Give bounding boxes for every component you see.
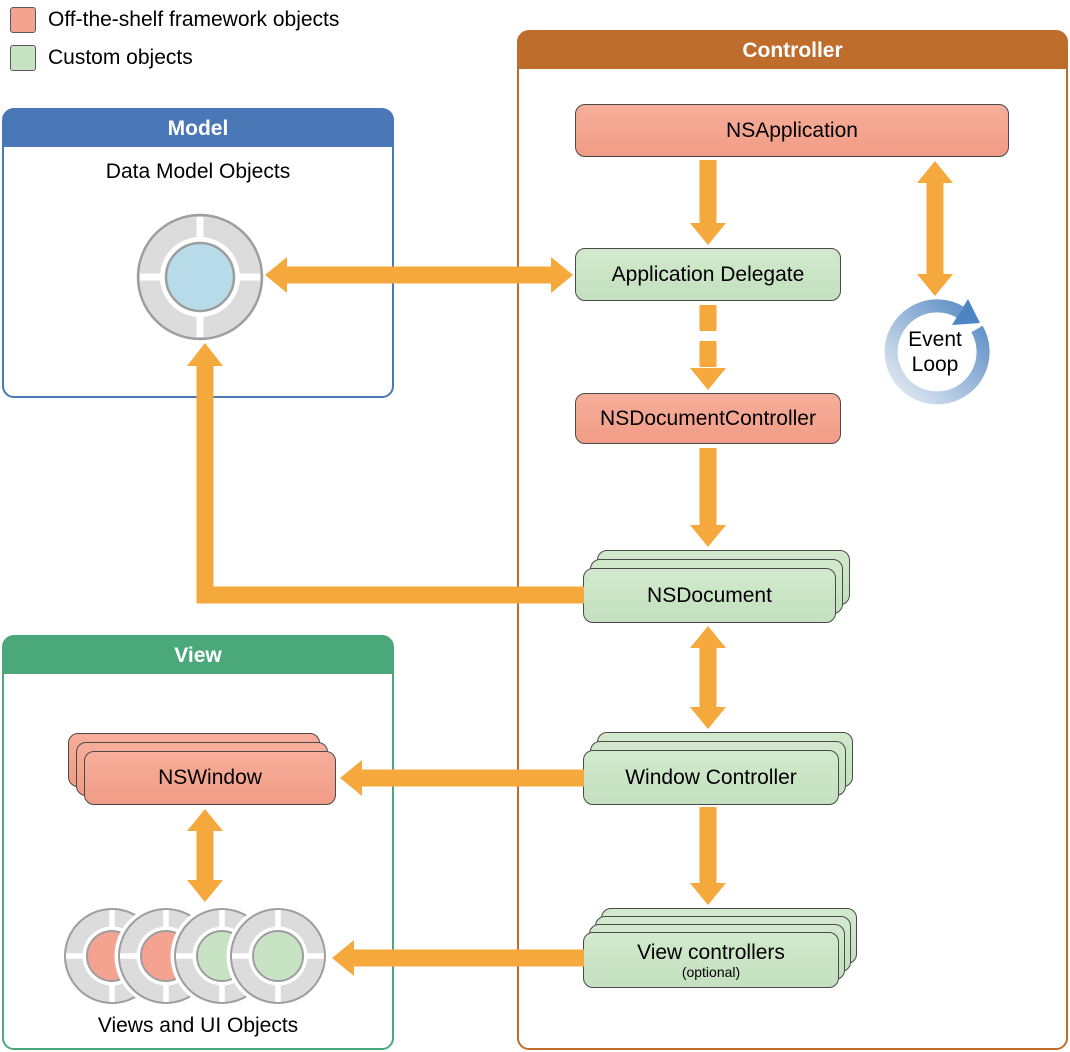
view-panel-title: View	[4, 637, 392, 674]
model-panel: Model Data Model Objects	[2, 108, 394, 398]
legend-item-custom: Custom objects	[10, 45, 193, 71]
view-panel: View Views and UI Objects	[2, 635, 394, 1050]
nswindow-stack: NSWindow	[68, 733, 340, 807]
custom-objects-swatch-icon	[10, 45, 36, 71]
window-controller-label: Window Controller	[625, 765, 797, 789]
application-delegate-label: Application Delegate	[611, 262, 805, 286]
views-and-ui-objects-label: Views and UI Objects	[97, 1014, 299, 1037]
nsdocument-label: NSDocument	[647, 583, 772, 607]
nsdocumentcontroller-node: NSDocumentController	[575, 393, 841, 444]
nswindow-node: NSWindow	[84, 751, 336, 805]
nsdocument-stack: NSDocument	[583, 550, 853, 624]
controller-panel-title: Controller	[519, 32, 1066, 69]
view-controllers-optional-note: (optional)	[681, 963, 741, 980]
view-controllers-stack: View controllers (optional)	[583, 908, 859, 990]
nswindow-label: NSWindow	[158, 766, 262, 789]
nsdocumentcontroller-label: NSDocumentController	[600, 406, 816, 430]
view-controllers-node: View controllers (optional)	[583, 932, 839, 988]
view-controllers-label: View controllers	[637, 940, 785, 964]
controller-panel: Controller	[517, 30, 1068, 1050]
window-controller-node: Window Controller	[583, 750, 839, 805]
application-delegate-node: Application Delegate	[575, 248, 841, 301]
legend-item-framework: Off-the-shelf framework objects	[10, 7, 339, 33]
nsapplication-label: NSApplication	[726, 118, 858, 142]
nsdocument-node: NSDocument	[583, 568, 836, 623]
data-model-objects-label: Data Model Objects	[105, 160, 291, 183]
window-controller-stack: Window Controller	[583, 732, 855, 806]
legend-label: Off-the-shelf framework objects	[48, 8, 340, 31]
model-panel-title: Model	[4, 110, 392, 147]
framework-objects-swatch-icon	[10, 7, 36, 33]
nsapplication-node: NSApplication	[575, 104, 1009, 157]
legend-label: Custom objects	[48, 46, 193, 69]
